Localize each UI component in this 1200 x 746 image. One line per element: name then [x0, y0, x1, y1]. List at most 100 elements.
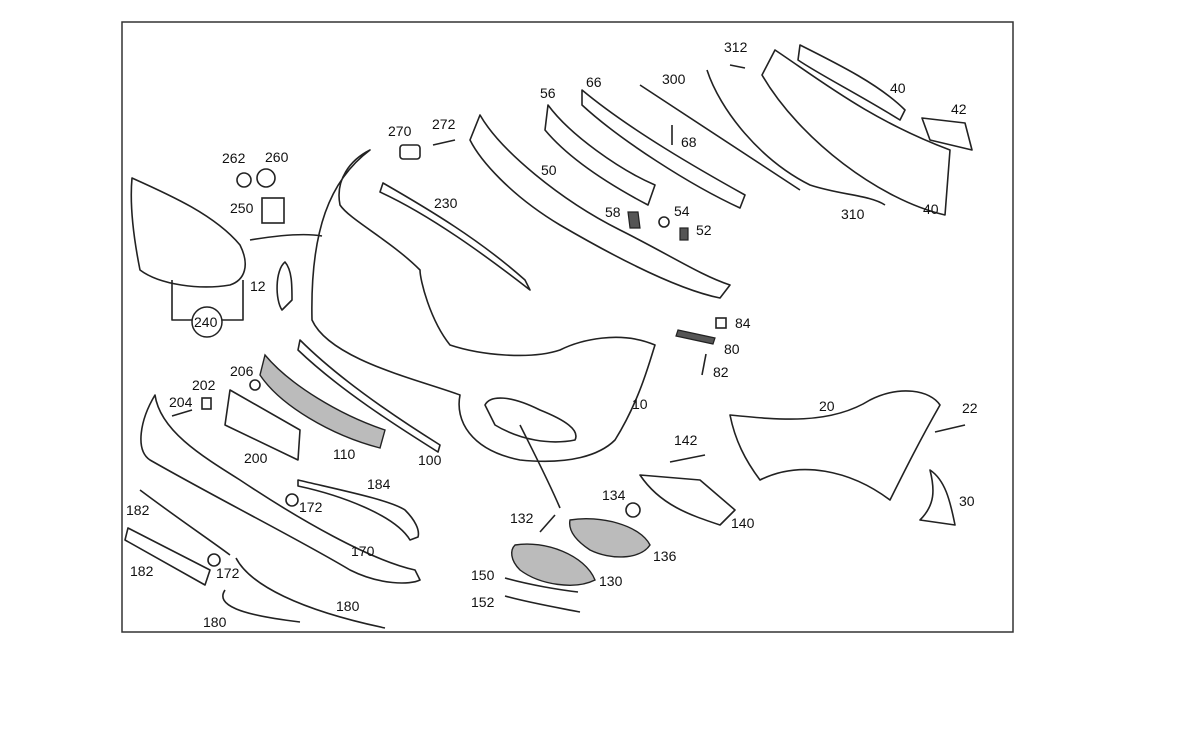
label-134: 134: [602, 487, 626, 503]
strip-180-left: [222, 589, 301, 623]
label-250: 250: [230, 200, 254, 216]
label-20: 20: [819, 398, 835, 414]
absorber-40: [761, 49, 951, 216]
screw-204: [171, 409, 193, 417]
label-312: 312: [724, 39, 748, 55]
label-54: 54: [674, 203, 690, 219]
part-66: [581, 89, 746, 209]
label-152: 152: [471, 594, 495, 610]
nut-202: [201, 397, 212, 410]
label-270: 270: [388, 123, 412, 139]
bracket-42: [921, 117, 973, 151]
label-204: 204: [169, 394, 193, 410]
strip-182-upper: [139, 489, 231, 556]
clip-206: [249, 379, 261, 391]
label-130: 130: [599, 573, 623, 589]
bracket-30: [919, 469, 956, 526]
label-136: 136: [653, 548, 677, 564]
label-10: 10: [632, 396, 648, 412]
label-240: 240: [194, 314, 218, 330]
fog-opening: [484, 397, 577, 443]
beam-20: [729, 390, 941, 501]
label-202: 202: [192, 377, 216, 393]
label-52: 52: [696, 222, 712, 238]
screw-132: [539, 514, 556, 533]
arrow-grille: [249, 233, 323, 241]
strip-230: [379, 182, 531, 291]
label-172-lower: 172: [216, 565, 240, 581]
label-30: 30: [959, 493, 975, 509]
label-184: 184: [367, 476, 391, 492]
label-230: 230: [434, 195, 458, 211]
label-260: 260: [265, 149, 289, 165]
label-132: 132: [510, 510, 534, 526]
sensor-260: [256, 168, 276, 188]
label-170: 170: [351, 543, 375, 559]
label-58: 58: [605, 204, 621, 220]
plate-200: [224, 389, 301, 461]
label-66: 66: [586, 74, 602, 90]
clip-172-upper: [285, 493, 299, 507]
strip-152: [504, 595, 581, 613]
label-182-upper: 182: [126, 502, 150, 518]
bracket-80: [675, 329, 716, 345]
trim-184: [297, 479, 420, 541]
label-310: 310: [841, 206, 865, 222]
clip-312: [729, 64, 746, 69]
label-142: 142: [674, 432, 698, 448]
absorber-40-upper: [797, 44, 906, 121]
bolt-142: [669, 454, 706, 463]
label-80: 80: [724, 341, 740, 357]
strip-180-right: [235, 557, 386, 629]
screw-272: [432, 139, 456, 146]
label-300: 300: [662, 71, 686, 87]
part-12: [276, 261, 293, 311]
grille-frame-240: [130, 177, 246, 288]
label-150: 150: [471, 567, 495, 583]
label-172-upper: 172: [299, 499, 323, 515]
label-180-left: 180: [203, 614, 227, 630]
label-56: 56: [540, 85, 556, 101]
label-272: 272: [432, 116, 456, 132]
label-12: 12: [250, 278, 266, 294]
lower-trim-170: [140, 394, 421, 584]
part-drawings: [124, 44, 973, 629]
label-68: 68: [681, 134, 697, 150]
label-180-right: 180: [336, 598, 360, 614]
callout-labels: 312 300 66 56 40 42 270 272 68 262 260 5…: [126, 39, 978, 630]
part-58: [627, 211, 641, 229]
label-42: 42: [951, 101, 967, 117]
label-240-circle: [191, 306, 223, 338]
label-100: 100: [418, 452, 442, 468]
label-140: 140: [731, 515, 755, 531]
label-110: 110: [333, 446, 356, 462]
screw-82: [701, 353, 707, 376]
fog-cover-136: [568, 518, 651, 558]
trim-100: [297, 339, 441, 453]
bracket-140: [639, 474, 736, 526]
label-50: 50: [541, 162, 557, 178]
label-84: 84: [735, 315, 751, 331]
clip-84: [715, 317, 727, 329]
label-206: 206: [230, 363, 254, 379]
bumper-cover-10: [311, 149, 656, 463]
clip-52: [679, 227, 689, 241]
arrow-fog: [519, 424, 561, 509]
label-262: 262: [222, 150, 246, 166]
mesh-130: [511, 543, 596, 586]
lower-grille-110: [259, 353, 386, 449]
clip-134: [625, 502, 641, 518]
part-56: [544, 104, 656, 206]
label-40-top: 40: [890, 80, 906, 96]
carrier-50: [469, 114, 731, 299]
strip-182-lower: [124, 527, 211, 586]
label-182-lower: 182: [130, 563, 154, 579]
cable-310: [706, 69, 886, 206]
nut-54: [658, 216, 670, 228]
clip-172-lower: [207, 553, 221, 567]
label-40-bottom: 40: [923, 201, 939, 217]
label-82: 82: [713, 364, 729, 380]
module-250: [261, 197, 285, 224]
sensor-270: [399, 144, 421, 160]
